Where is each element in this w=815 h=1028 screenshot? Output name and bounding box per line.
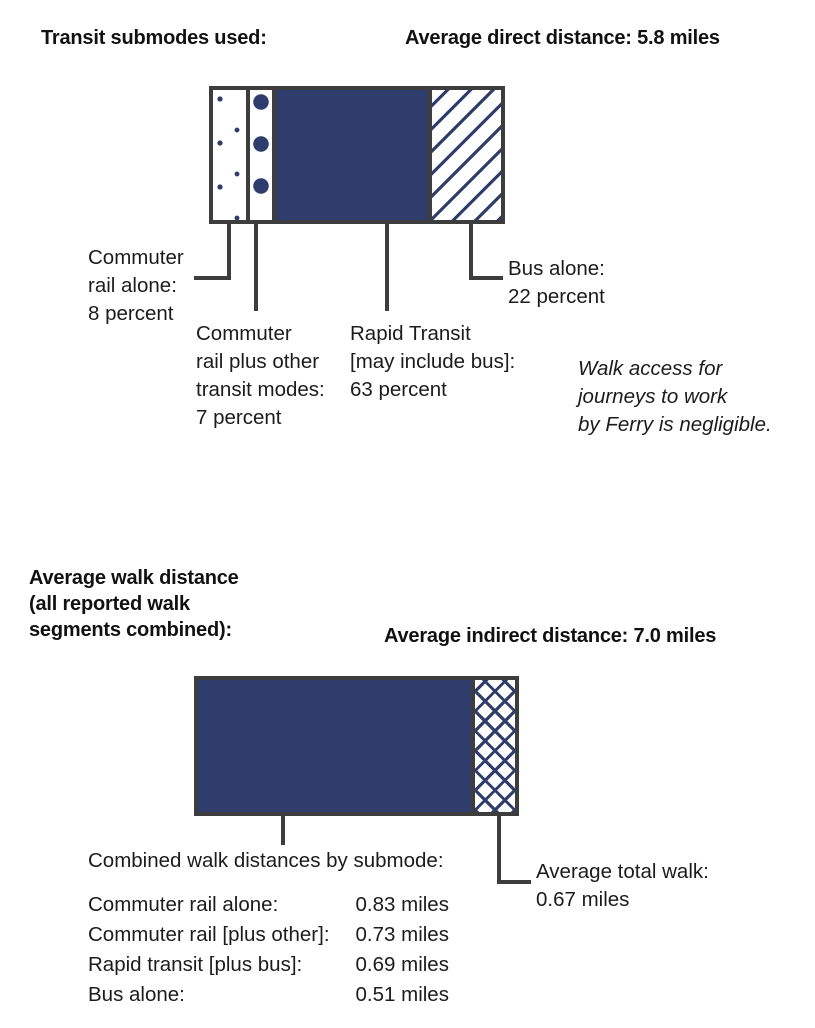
leader-line-average-total-walk-horizontal xyxy=(497,880,531,884)
bar-segment-commuter-rail-alone xyxy=(213,90,246,220)
table-row: Bus alone: 0.51 miles xyxy=(88,980,449,1010)
section1-title-right: Average direct distance: 5.8 miles xyxy=(405,27,720,49)
label-average-total-walk: Average total walk: 0.67 miles xyxy=(536,860,709,911)
walk-distance-table: Commuter rail alone: 0.83 miles Commuter… xyxy=(88,890,449,1010)
bar-segment-rapid-transit xyxy=(272,90,428,220)
walk-row-mode: Rapid transit [plus bus]: xyxy=(88,953,303,976)
label-commuter-rail-plus-other: Commuter rail plus other transit modes: … xyxy=(196,322,325,429)
walk-row-mode: Commuter rail alone: xyxy=(88,893,279,916)
walk-table-body: Commuter rail alone: 0.83 miles Commuter… xyxy=(88,890,449,1010)
leader-line-walk-table-vertical xyxy=(281,816,285,845)
table-row: Commuter rail [plus other]: 0.73 miles xyxy=(88,920,449,950)
average-walk-distance-bar xyxy=(194,676,519,816)
walk-row-mode: Commuter rail [plus other]: xyxy=(88,923,330,946)
ferry-note: Walk access for journeys to work by Ferr… xyxy=(578,357,772,436)
leader-line-bus-alone-vertical xyxy=(469,224,473,280)
section2-title-left: Average walk distance (all reported walk… xyxy=(29,567,239,641)
walk-row-value: 0.83 miles xyxy=(355,893,449,916)
leader-line-commuter-rail-plus-other-vertical xyxy=(254,224,258,311)
walk-row-value: 0.69 miles xyxy=(355,953,449,976)
walk-row-value: 0.73 miles xyxy=(355,923,449,946)
bar-segment-bus-alone xyxy=(428,90,501,220)
walk-row-mode: Bus alone: xyxy=(88,983,185,1006)
leader-line-commuter-rail-alone-vertical xyxy=(227,224,231,280)
bar-segment-indirect-distance xyxy=(198,680,471,812)
table-row: Rapid transit [plus bus]: 0.69 miles xyxy=(88,950,449,980)
walk-table-caption: Combined walk distances by submode: xyxy=(88,849,444,872)
leader-line-rapid-transit-vertical xyxy=(385,224,389,311)
label-bus-alone: Bus alone: 22 percent xyxy=(508,257,605,308)
walk-row-value: 0.51 miles xyxy=(355,983,449,1006)
leader-line-average-total-walk-vertical xyxy=(497,816,501,884)
leader-line-commuter-rail-alone-horizontal xyxy=(194,276,231,280)
table-row: Commuter rail alone: 0.83 miles xyxy=(88,890,449,920)
transit-submodes-bar xyxy=(209,86,505,224)
bar-segment-commuter-rail-plus-other xyxy=(246,90,272,220)
section2-title-right: Average indirect distance: 7.0 miles xyxy=(384,625,717,647)
section1-title-left: Transit submodes used: xyxy=(41,27,267,49)
label-rapid-transit: Rapid Transit [may include bus]: 63 perc… xyxy=(350,322,516,401)
leader-line-bus-alone-horizontal xyxy=(469,276,503,280)
bar-segment-average-total-walk xyxy=(470,680,515,812)
label-commuter-rail-alone: Commuter rail alone: 8 percent xyxy=(88,246,184,325)
